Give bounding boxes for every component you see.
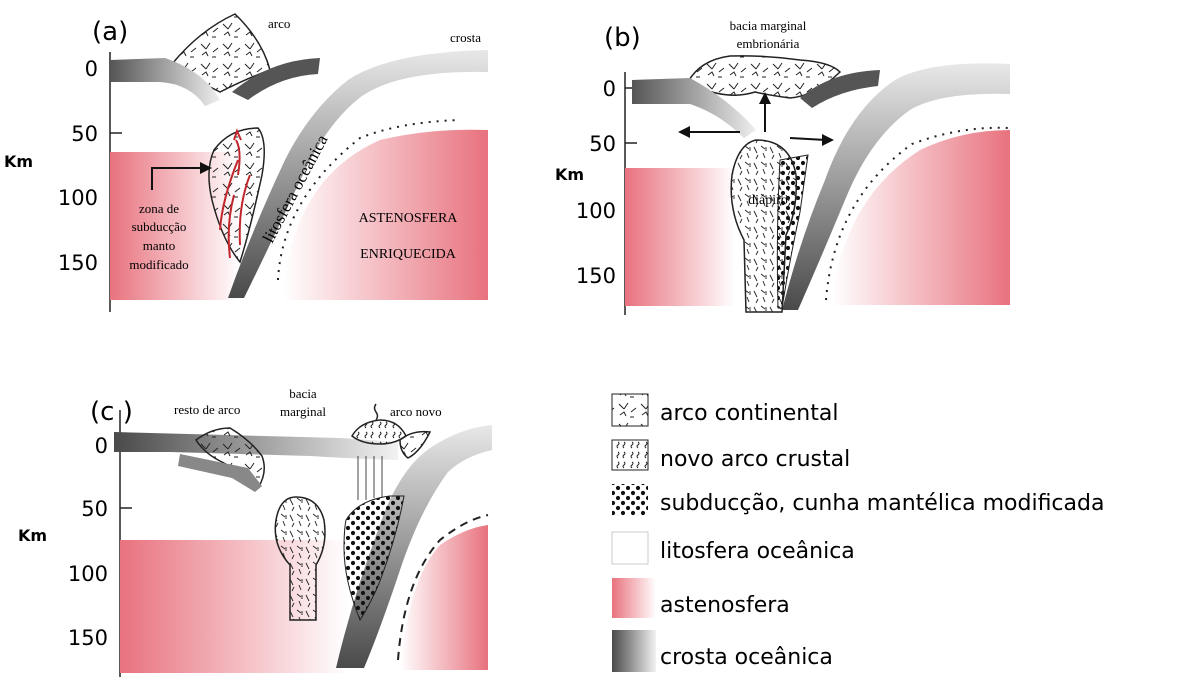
marginal-basin-line1: bacia marginal: [730, 18, 807, 33]
tick-150: 150: [58, 251, 98, 275]
panel-a: 0 50 100 150 Km (a) arco crosta litosfer…: [4, 14, 488, 312]
marginal-basin-line1: bacia: [289, 386, 317, 401]
tick-150: 150: [576, 264, 616, 288]
legend-item-oceanic-crust: crosta oceânica: [612, 630, 833, 672]
axis-unit: Km: [4, 152, 33, 171]
arrow-left: [678, 126, 690, 138]
legend-item-continental-arc: arco continental: [612, 394, 838, 426]
legend-item-asthenosphere: astenosfera: [612, 578, 790, 618]
legend-label: novo arco crustal: [660, 447, 850, 472]
arc-remnant-label: resto de arco: [174, 402, 240, 417]
legend-label: astenosfera: [660, 593, 790, 618]
panel-label: (c ): [90, 397, 133, 427]
arrow-right: [822, 134, 834, 146]
red-gradient-swatch: [612, 578, 656, 618]
asthenosphere-line2: ENRIQUECIDA: [360, 247, 457, 262]
legend-label: arco continental: [660, 401, 838, 426]
magma-feeders: [358, 456, 382, 500]
asthenosphere-line1: ASTENOSFERA: [359, 211, 459, 226]
panel-label: (a): [92, 17, 128, 47]
tick-0: 0: [85, 57, 98, 81]
legend-label: crosta oceânica: [660, 645, 833, 670]
legend-item-modified-mantle-wedge: subducção, cunha mantélica modificada: [612, 484, 1104, 516]
asthenosphere-left: [625, 168, 735, 306]
axis-unit: Km: [555, 165, 584, 184]
tick-100: 100: [58, 186, 98, 210]
tick-100: 100: [576, 199, 616, 223]
arc-label: arco: [268, 16, 290, 31]
marginal-basin-line2: marginal: [280, 404, 326, 419]
new-crustal-arc-swatch: [612, 440, 648, 470]
dotted-swatch: [612, 484, 648, 516]
crust-label: crosta: [450, 30, 481, 45]
legend-label: litosfera oceânica: [660, 539, 855, 564]
legend-label: subducção, cunha mantélica modificada: [660, 491, 1104, 516]
legend: arco continental novo arco crustal subdu…: [612, 394, 1104, 672]
subduction-zone-line3: manto: [143, 238, 176, 253]
gray-gradient-swatch: [612, 630, 656, 672]
diapir: [731, 140, 796, 312]
marginal-basin-line2: embrionária: [737, 36, 800, 51]
diapir-label: diápiro: [748, 193, 788, 208]
subduction-zone-line1: zona de: [139, 201, 179, 216]
tick-50: 50: [71, 122, 98, 146]
tick-0: 0: [603, 77, 616, 101]
tick-0: 0: [95, 434, 108, 458]
tick-150: 150: [68, 626, 108, 650]
legend-item-new-crustal-arc: novo arco crustal: [612, 440, 850, 472]
legend-item-oceanic-lithosphere: litosfera oceânica: [612, 532, 855, 564]
subduction-zone-line2: subducção: [132, 219, 187, 234]
panel-c: 0 50 100 150 Km (c ) resto de arco: [18, 386, 492, 677]
new-arc: [352, 420, 406, 444]
asthenosphere-right: [400, 525, 488, 670]
axis-unit: Km: [18, 526, 47, 545]
continental-arc-swatch: [612, 394, 648, 426]
tick-100: 100: [68, 562, 108, 586]
tick-50: 50: [81, 497, 108, 521]
white-swatch: [612, 532, 648, 564]
tick-50: 50: [589, 132, 616, 156]
panel-label: (b): [604, 23, 641, 53]
new-arc-label: arco novo: [390, 404, 442, 419]
panel-b: 0 50 100 150 Km (b) bacia marginal embri…: [555, 18, 1010, 315]
subduction-zone-line4: modificado: [129, 257, 188, 272]
